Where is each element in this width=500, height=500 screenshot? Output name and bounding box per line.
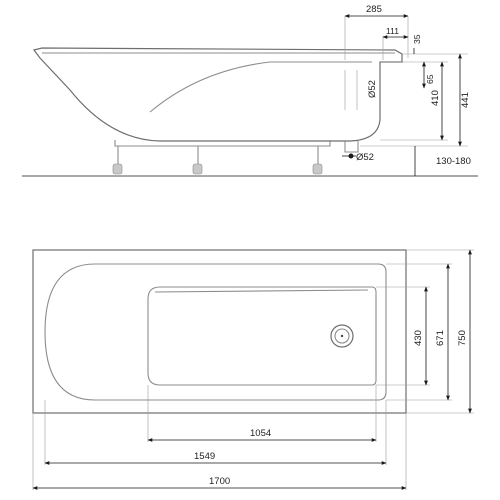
side-view: 285 111 35 65 410 441 Ø52 Ø52 130-180 bbox=[22, 4, 478, 177]
dim-inner-length: 1054 bbox=[250, 428, 271, 439]
dim-inner-width: 430 bbox=[413, 330, 424, 346]
tub-frame bbox=[114, 140, 331, 147]
dim-rim-thickness: 35 bbox=[412, 34, 422, 44]
tub-inner-curve bbox=[149, 61, 372, 113]
drain-icon bbox=[330, 324, 354, 348]
dim-drain-diameter: Ø52 bbox=[356, 152, 374, 163]
dim-top-width: 285 bbox=[366, 4, 382, 15]
top-view: 1054 1549 1700 430 671 750 bbox=[32, 249, 474, 490]
tub-legs bbox=[112, 146, 323, 175]
dim-overflow-height: 65 bbox=[425, 74, 435, 84]
tub-outer-rect bbox=[32, 249, 407, 414]
dim-leg-range: 130-180 bbox=[436, 156, 471, 167]
dim-outer-width: 750 bbox=[457, 330, 468, 346]
leg-foot bbox=[192, 163, 203, 175]
dim-total-height: 441 bbox=[460, 92, 471, 108]
leg-foot bbox=[112, 163, 123, 175]
tub-basin-inner-line bbox=[154, 289, 369, 293]
dim-rim-length: 1549 bbox=[194, 451, 215, 462]
tub-rim-outline bbox=[44, 263, 387, 401]
dim-rim-offset: 111 bbox=[386, 26, 399, 36]
drain-pipe bbox=[344, 141, 359, 153]
dim-rim-width: 671 bbox=[435, 330, 446, 346]
dim-outer-length: 1700 bbox=[209, 476, 230, 487]
tub-side-outline bbox=[32, 47, 403, 142]
leg-foot bbox=[312, 163, 323, 175]
dim-overflow-diameter: Ø52 bbox=[367, 80, 378, 98]
tub-basin-outline bbox=[147, 286, 377, 386]
dim-inner-depth: 410 bbox=[430, 90, 441, 106]
